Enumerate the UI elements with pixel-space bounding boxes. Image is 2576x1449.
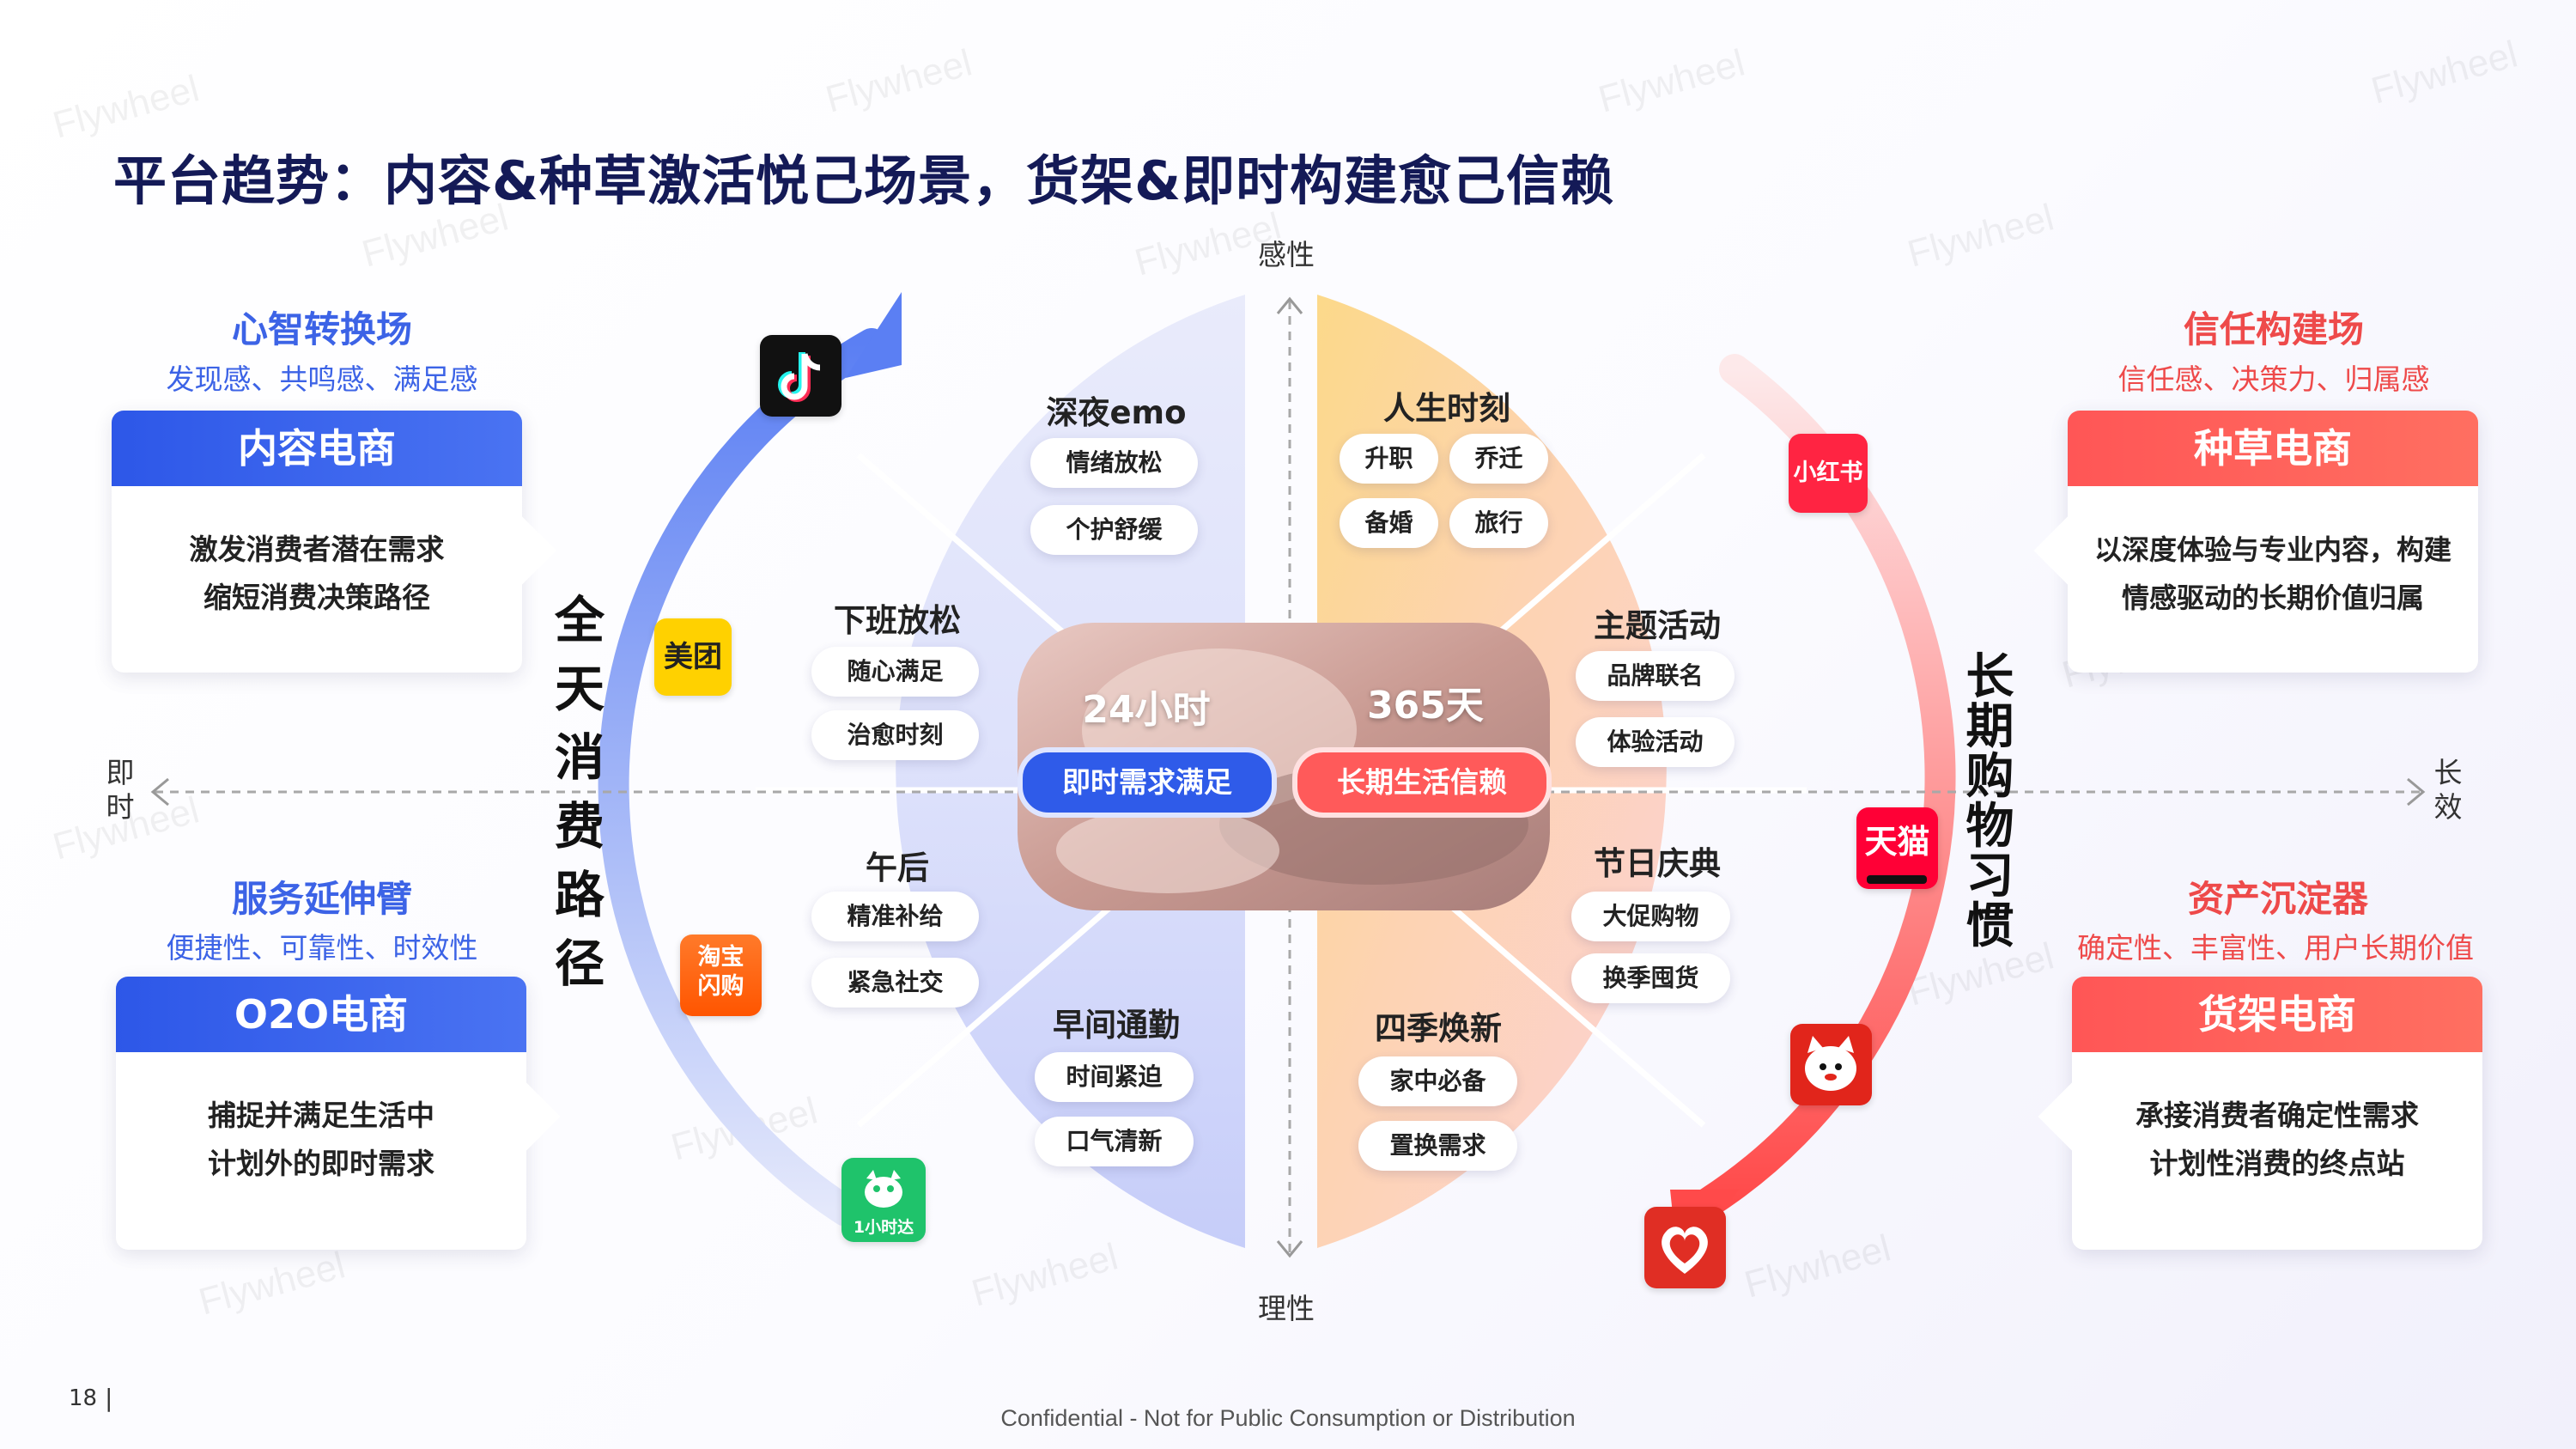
content-ecommerce-line1: 激发消费者潜在需求: [189, 533, 445, 566]
afternoon-tag-2: 紧急社交: [811, 958, 979, 1008]
themed-activity-tag-2: 体验活动: [1576, 717, 1735, 767]
jd-daojia-logo: 1小时达: [841, 1158, 926, 1242]
content-ecommerce-line2: 缩短消费决策路径: [204, 581, 430, 614]
xiaohongshu-logo: 小红书: [1789, 434, 1868, 513]
shelf-heading: 资产沉淀器: [2187, 878, 2368, 920]
shelf-line1: 承接消费者确定性需求: [2136, 1099, 2419, 1132]
o2o-line2: 计划外的即时需求: [208, 1147, 434, 1180]
shelf-line2: 计划性消费的终点站: [2149, 1147, 2405, 1180]
late-night-tag-1: 情绪放松: [1030, 438, 1198, 488]
after-work-tag-1: 随心满足: [811, 647, 979, 697]
o2o-subheading: 便捷性、可靠性、时效性: [166, 931, 478, 965]
life-moments-tag-1: 升职: [1340, 434, 1438, 484]
douyin-logo-icon: [760, 335, 841, 417]
page-number: 18: [69, 1385, 98, 1411]
content-ecommerce-title: 内容电商: [112, 411, 522, 486]
life-moments-tag-4: 旅行: [1449, 498, 1548, 548]
left-arc-arrow: [598, 328, 887, 1227]
themed-activity-tag-1: 品牌联名: [1576, 651, 1735, 701]
commute-tag-2: 口气清新: [1035, 1117, 1194, 1166]
axis-top-label: 感性: [1258, 238, 1315, 271]
seeding-subheading: 信任感、决策力、归属感: [2117, 362, 2430, 396]
festival-tag-2: 换季囤货: [1571, 953, 1730, 1003]
seeding-heading: 信任构建场: [2183, 308, 2364, 350]
seeding-line1: 以深度体验与专业内容，构建: [2093, 533, 2451, 566]
themed-activity-title: 主题活动: [1594, 607, 1721, 644]
seeding-line2: 情感驱动的长期价值归属: [2121, 581, 2424, 614]
content-ecommerce-card: 内容电商 激发消费者潜在需求 缩短消费决策路径: [112, 411, 556, 673]
axis-left-label: 即时: [106, 756, 135, 824]
instant-demand-pill: 即时需求满足: [1018, 747, 1277, 818]
content-ecommerce-heading: 心智转换场: [231, 308, 412, 350]
confidential-notice: Confidential - Not for Public Consumptio…: [1000, 1405, 1576, 1431]
o2o-title: O2O电商: [116, 977, 526, 1052]
pinduoduo-logo-icon: [1644, 1207, 1726, 1288]
after-work-title: 下班放松: [834, 602, 961, 639]
commute-title: 早间通勤: [1053, 1007, 1180, 1044]
center-right-big: 365天: [1367, 684, 1484, 728]
seasonal-tag-2: 置换需求: [1358, 1121, 1517, 1171]
festival-tag-1: 大促购物: [1571, 892, 1730, 941]
meituan-logo: 美团: [654, 618, 732, 696]
left-arrow-head: [846, 292, 902, 378]
o2o-heading: 服务延伸臂: [231, 878, 412, 920]
commute-tag-1: 时间紧迫: [1035, 1052, 1194, 1102]
long-term-trust-pill: 长期生活信赖: [1292, 747, 1552, 818]
late-night-tag-2: 个护舒缓: [1030, 505, 1198, 555]
page-title: 平台趋势：内容&种草激活悦己场景，货架&即时构建愈己信赖: [113, 149, 1615, 212]
late-night-title: 深夜emo: [1046, 394, 1187, 431]
tmall-logo: 天猫: [1856, 807, 1938, 889]
axis-right-label: 长效: [2433, 756, 2463, 824]
o2o-line1: 捕捉并满足生活中: [208, 1099, 434, 1132]
seeding-card: 种草电商 以深度体验与专业内容，构建 情感驱动的长期价值归属: [2033, 411, 2478, 673]
footer-separator: |: [105, 1384, 113, 1412]
life-moments-tag-3: 备婚: [1340, 498, 1438, 548]
o2o-card: O2O电商 捕捉并满足生活中 计划外的即时需求: [116, 977, 561, 1250]
seasonal-title: 四季焕新: [1375, 1010, 1502, 1047]
shelf-card: 货架电商 承接消费者确定性需求 计划性消费的终点站: [2038, 977, 2482, 1250]
shelf-title: 货架电商: [2072, 977, 2482, 1052]
jd-logo-icon: [1790, 1024, 1872, 1105]
left-path-label: 全天消费路径: [554, 591, 605, 993]
life-moments-tag-2: 乔迁: [1449, 434, 1548, 484]
shelf-subheading: 确定性、丰富性、用户长期价值: [2077, 931, 2474, 965]
right-path-label: 长期购物习惯: [1965, 649, 2014, 954]
afternoon-tag-1: 精准补给: [811, 892, 979, 941]
seeding-title: 种草电商: [2068, 411, 2478, 486]
content-ecommerce-subheading: 发现感、共鸣感、满足感: [166, 362, 478, 396]
afternoon-title: 午后: [866, 849, 929, 886]
festival-title: 节日庆典: [1594, 845, 1721, 882]
life-moments-title: 人生时刻: [1383, 390, 1510, 427]
seasonal-tag-1: 家中必备: [1358, 1056, 1517, 1106]
after-work-tag-2: 治愈时刻: [811, 710, 979, 760]
center-left-big: 24小时: [1082, 688, 1211, 732]
taobao-flash-logo: 淘宝 闪购: [680, 935, 762, 1016]
axis-bottom-label: 理性: [1258, 1292, 1315, 1325]
